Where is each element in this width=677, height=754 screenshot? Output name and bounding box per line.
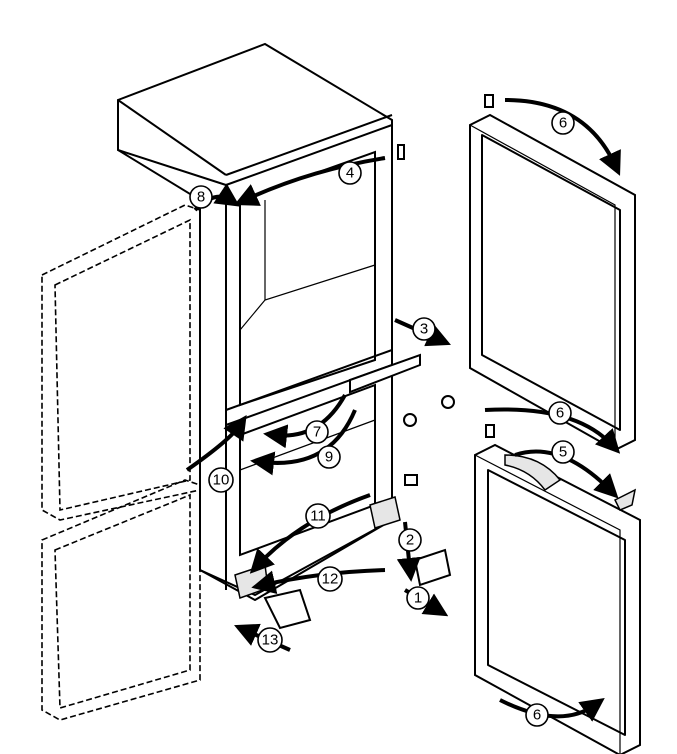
svg-text:13: 13	[262, 632, 279, 649]
fridge-cabinet	[117, 42, 393, 601]
callout-7: 7	[305, 420, 329, 444]
callout-11: 11	[305, 503, 331, 529]
callout-3: 3	[412, 317, 436, 341]
upper-door-right	[469, 113, 636, 452]
upper-door-dashed-left	[41, 204, 201, 521]
callout-6-top: 6	[551, 111, 575, 135]
hinge-parts	[234, 94, 495, 630]
callout-13: 13	[257, 627, 283, 653]
svg-text:2: 2	[406, 532, 414, 549]
svg-text:12: 12	[322, 571, 339, 588]
callout-12: 12	[317, 566, 343, 592]
svg-text:6: 6	[559, 115, 567, 132]
svg-text:5: 5	[559, 444, 567, 461]
callout-9: 9	[317, 445, 341, 469]
callout-6-middle: 6	[548, 401, 572, 425]
lower-door-dashed-left	[41, 479, 201, 721]
callout-4: 4	[338, 161, 362, 185]
lower-door-right	[474, 443, 641, 754]
callout-8: 8	[189, 185, 213, 209]
svg-text:4: 4	[346, 165, 354, 182]
svg-text:7: 7	[313, 424, 321, 441]
svg-text:6: 6	[533, 707, 541, 724]
callout-10: 10	[208, 467, 234, 493]
callout-1: 1	[406, 586, 430, 610]
callout-2: 2	[398, 528, 422, 552]
callout-6-bottom: 6	[525, 703, 549, 727]
svg-text:6: 6	[556, 405, 564, 422]
callout-5: 5	[551, 440, 575, 464]
svg-text:9: 9	[325, 449, 333, 466]
svg-text:11: 11	[310, 508, 326, 525]
svg-text:1: 1	[414, 590, 422, 607]
svg-text:3: 3	[420, 321, 428, 338]
svg-text:10: 10	[213, 472, 230, 489]
svg-text:8: 8	[197, 189, 205, 206]
